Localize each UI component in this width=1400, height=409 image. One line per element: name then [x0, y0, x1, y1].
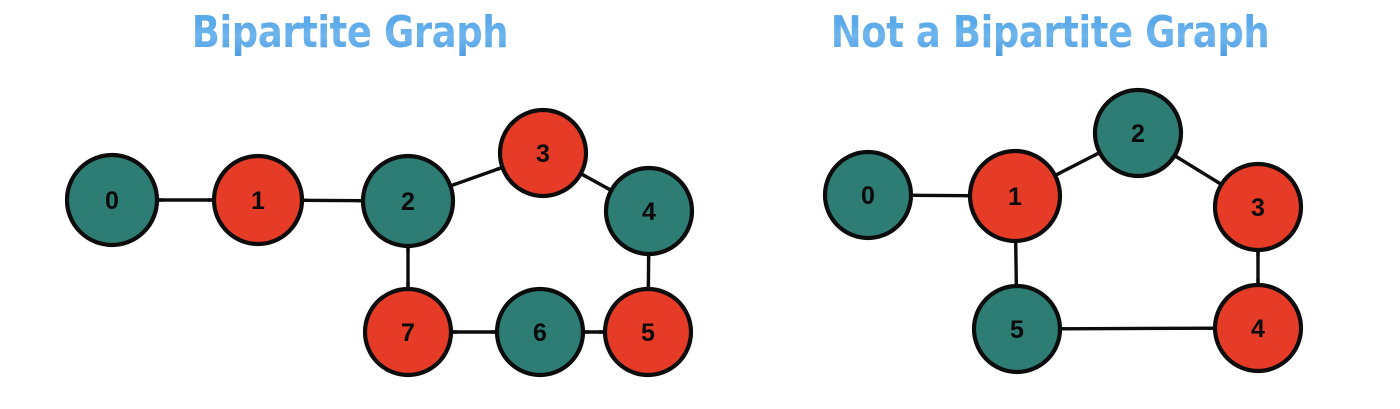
node-circle[interactable] — [494, 286, 586, 378]
node-circle[interactable] — [1092, 87, 1184, 179]
edge-layer — [907, 150, 1260, 331]
graph-node-6[interactable]: 6 — [494, 286, 586, 378]
graph-node-4[interactable]: 4 — [1212, 282, 1304, 374]
node-circle[interactable] — [1212, 161, 1304, 253]
node-circle[interactable] — [362, 286, 454, 378]
graph-node-7[interactable]: 7 — [362, 286, 454, 378]
graph-node-1[interactable]: 1 — [967, 148, 1063, 244]
panel-title-bipartite: Bipartite Graph — [56, 8, 644, 58]
graph-edge — [1052, 150, 1103, 178]
graph-edge — [447, 165, 506, 189]
node-circle[interactable] — [211, 153, 305, 247]
node-circle[interactable] — [64, 152, 160, 248]
graph-node-2[interactable]: 2 — [1092, 87, 1184, 179]
panel-title-not-bipartite: Not a Bipartite Graph — [756, 8, 1344, 58]
graph-node-1[interactable]: 1 — [211, 153, 305, 247]
node-circle[interactable] — [603, 165, 695, 257]
graph-node-5[interactable]: 5 — [971, 283, 1063, 375]
graph-node-5[interactable]: 5 — [602, 286, 694, 378]
graph-edge — [1171, 153, 1225, 187]
node-circle[interactable] — [822, 149, 914, 241]
graph-node-3[interactable]: 3 — [497, 107, 589, 199]
graph-node-4[interactable]: 4 — [603, 165, 695, 257]
node-circle[interactable] — [360, 153, 456, 249]
node-circle[interactable] — [497, 107, 589, 199]
graph-node-3[interactable]: 3 — [1212, 161, 1304, 253]
graph-node-0[interactable]: 0 — [64, 152, 160, 248]
graph-edge — [1056, 326, 1219, 331]
graph-node-0[interactable]: 0 — [822, 149, 914, 241]
node-circle[interactable] — [602, 286, 694, 378]
graph-node-2[interactable]: 2 — [360, 153, 456, 249]
node-circle[interactable] — [971, 283, 1063, 375]
node-circle[interactable] — [1212, 282, 1304, 374]
node-circle[interactable] — [967, 148, 1063, 244]
